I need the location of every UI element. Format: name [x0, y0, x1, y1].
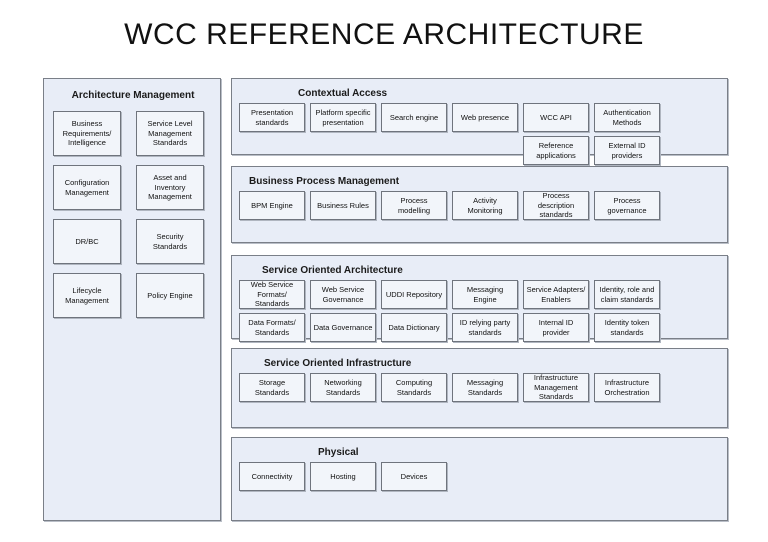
capability-box-policy-engine[interactable]: Policy Engine — [136, 273, 204, 318]
architecture-management-grid: Business Requirements/ Intelligence Servi… — [53, 111, 213, 318]
panel-contextual-access: Contextual Access Presentation standards… — [231, 78, 728, 165]
capability-box-presentation-standards[interactable]: Presentation standards — [239, 103, 305, 132]
capability-box-security-standards[interactable]: Security Standards — [136, 219, 204, 264]
capability-box-process-modelling[interactable]: Process modelling — [381, 191, 447, 220]
capability-box-service-level-management-standards[interactable]: Service Level Management Standards — [136, 111, 204, 156]
panel-title-contextual-access: Contextual Access — [298, 88, 388, 99]
panel-title-service-oriented-architecture: Service Oriented Architecture — [262, 265, 403, 276]
capability-box-bpm-engine[interactable]: BPM Engine — [239, 191, 305, 220]
capability-box-messaging-engine[interactable]: Messaging Engine — [452, 280, 518, 309]
capability-box-data-dictionary[interactable]: Data Dictionary — [381, 313, 447, 342]
capability-box-dr-bc[interactable]: DR/BC — [53, 219, 121, 264]
capability-box-business-rules[interactable]: Business Rules — [310, 191, 376, 220]
capability-box-internal-id-provider[interactable]: Internal ID provider — [523, 313, 589, 342]
grid-spacer — [381, 136, 447, 165]
capability-box-computing-standards[interactable]: Computing Standards — [381, 373, 447, 402]
panel-title-business-process-management: Business Process Management — [249, 176, 400, 187]
capability-box-lifecycle-management[interactable]: Lifecycle Management — [53, 273, 121, 318]
panel-title-architecture-management: Architecture Management — [71, 90, 195, 101]
capability-box-search-engine[interactable]: Search engine — [381, 103, 447, 132]
capability-box-web-service-formats-standards[interactable]: Web Service Formats/ Standards — [239, 280, 305, 309]
capability-box-uddi-repository[interactable]: UDDI Repository — [381, 280, 447, 309]
panel-title-service-oriented-infrastructure: Service Oriented Infrastructure — [264, 358, 412, 369]
capability-box-storage-standards[interactable]: Storage Standards — [239, 373, 305, 402]
capability-box-infrastructure-management-standards[interactable]: Infrastructure Management Standards — [523, 373, 589, 402]
capability-box-configuration-management[interactable]: Configuration Management — [53, 165, 121, 210]
capability-box-process-description-standards[interactable]: Process description standards — [523, 191, 589, 220]
capability-box-id-relying-party-standards[interactable]: ID relying party standards — [452, 313, 518, 342]
capability-box-wcc-api[interactable]: WCC API — [523, 103, 589, 132]
capability-box-networking-standards[interactable]: Networking Standards — [310, 373, 376, 402]
capability-box-hosting[interactable]: Hosting — [310, 462, 376, 491]
capability-box-platform-specific-presentation[interactable]: Platform specific presentation — [310, 103, 376, 132]
capability-box-messaging-standards[interactable]: Messaging Standards — [452, 373, 518, 402]
capability-box-infrastructure-orchestration[interactable]: Infrastructure Orchestration — [594, 373, 660, 402]
capability-box-data-formats-standards[interactable]: Data Formats/ Standards — [239, 313, 305, 342]
capability-box-reference-applications[interactable]: Reference applications — [523, 136, 589, 165]
page-title: WCC REFERENCE ARCHITECTURE — [124, 18, 644, 51]
panel-title-physical: Physical — [318, 447, 359, 458]
capability-box-identity-token-standards[interactable]: Identity token standards — [594, 313, 660, 342]
capability-box-web-presence[interactable]: Web presence — [452, 103, 518, 132]
capability-box-activity-monitoring[interactable]: Activity Monitoring — [452, 191, 518, 220]
panel-service-oriented-architecture: Service Oriented Architecture Web Servic… — [231, 255, 728, 342]
capability-box-identity-role-and-claim-standards[interactable]: Identity, role and claim standards — [594, 280, 660, 309]
capability-box-authentication-methods[interactable]: Authentication Methods — [594, 103, 660, 132]
capability-box-data-governance[interactable]: Data Governance — [310, 313, 376, 342]
capability-box-connectivity[interactable]: Connectivity — [239, 462, 305, 491]
capability-box-asset-and-inventory-management[interactable]: Asset and Inventory Management — [136, 165, 204, 210]
capability-box-business-requirements-intelligence[interactable]: Business Requirements/ Intelligence — [53, 111, 121, 156]
capability-box-devices[interactable]: Devices — [381, 462, 447, 491]
grid-spacer — [239, 136, 305, 165]
capability-box-service-adapters-enablers[interactable]: Service Adapters/ Enablers — [523, 280, 589, 309]
capability-box-process-governance[interactable]: Process governance — [594, 191, 660, 220]
grid-spacer — [310, 136, 376, 165]
capability-box-external-id-providers[interactable]: External ID providers — [594, 136, 660, 165]
grid-spacer — [452, 136, 518, 165]
panel-architecture-management: Architecture Management Business Require… — [43, 78, 221, 521]
panel-service-oriented-infrastructure: Service Oriented Infrastructure Storage … — [231, 348, 728, 428]
capability-box-web-service-governance[interactable]: Web Service Governance — [310, 280, 376, 309]
